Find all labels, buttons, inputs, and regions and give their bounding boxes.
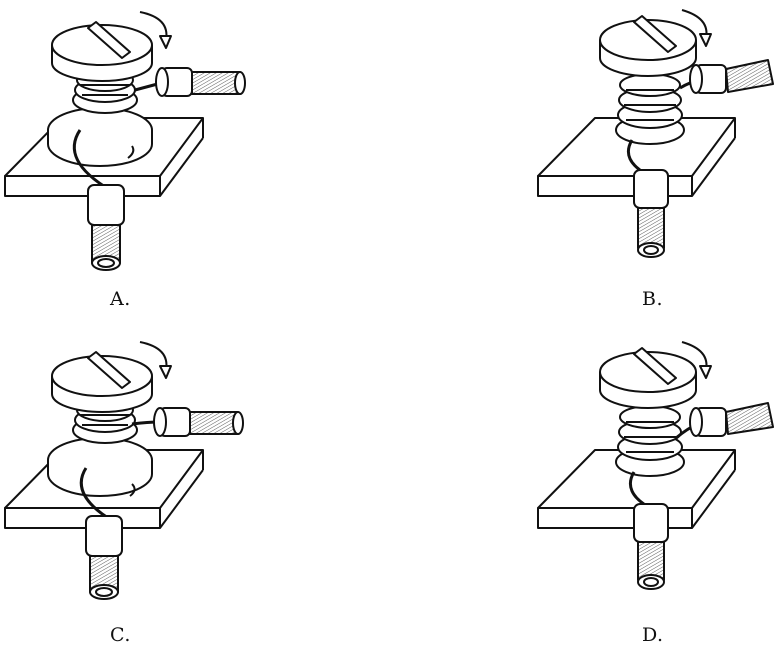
screw-terminal-icon bbox=[4, 341, 244, 600]
option-a-figure[interactable] bbox=[0, 0, 260, 320]
option-b-label: B. bbox=[642, 288, 664, 310]
option-c-figure[interactable] bbox=[0, 328, 260, 648]
screw-terminal-icon bbox=[4, 11, 246, 271]
option-c-label: C. bbox=[110, 624, 131, 646]
option-b-figure[interactable] bbox=[530, 0, 775, 320]
screw-terminal-icon bbox=[537, 9, 774, 258]
option-a-label: A. bbox=[110, 288, 131, 310]
option-d-figure[interactable] bbox=[530, 328, 775, 648]
screw-terminal-icon bbox=[537, 341, 774, 590]
option-d-label: D. bbox=[642, 624, 664, 646]
